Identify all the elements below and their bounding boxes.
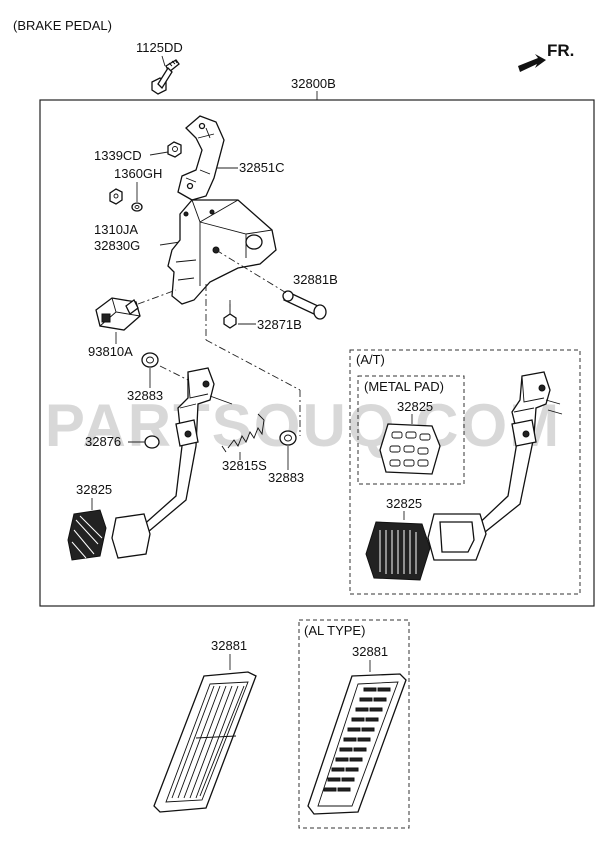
leader-1339CD [149,151,169,156]
metal-pad-group-frame [357,375,465,485]
diagram-title: (BRAKE PEDAL) [13,18,112,33]
label-32881B: 32881B [293,272,338,287]
nut-1310JA-icon [109,188,123,205]
brake-pedal-arm-icon [138,367,233,533]
mounting-bracket-32830G-icon [167,199,277,305]
at-group-label: (A/T) [356,352,385,367]
pedal-face-main-icon [111,513,151,559]
al-type-group-frame [298,619,410,829]
label-1339CD: 1339CD [94,148,142,163]
metal-pedal-pad-icon [379,423,441,475]
metal-pad-group-label: (METAL PAD) [364,379,444,394]
axis-line-switch [137,289,177,305]
at-group-frame [349,349,581,595]
label-32800B: 32800B [291,76,336,91]
pedal-pad-32825-main-icon [67,509,107,561]
at-pedal-arm-icon [470,371,563,537]
label-32825-main: 32825 [76,482,112,497]
label-1360GH: 1360GH [114,166,162,181]
axis-line-b [205,339,301,391]
return-spring-32815S-icon [221,413,265,453]
washer-1360GH-icon [131,202,143,212]
label-32871B: 32871B [257,317,302,332]
label-32815S: 32815S [222,458,267,473]
bolt-32871B-icon [223,304,237,329]
front-direction-label: FR. [547,41,574,60]
label-32876: 32876 [85,434,121,449]
label-1310JA: 1310JA [94,222,138,237]
front-direction-arrow-icon [518,54,546,72]
al-type-group-label: (AL TYPE) [304,623,365,638]
leader-32830G [159,241,181,246]
pivot-pin-32881B-icon [282,290,327,320]
nut-1339CD-icon [167,141,182,158]
leader-1125DD [161,55,166,67]
bracket-32851C-icon [177,115,225,201]
bushing-32883-upper-icon [141,352,159,368]
label-1125DD: 1125DD [136,40,183,55]
at-pedal-face-icon [427,513,487,561]
accelerator-pedal-standard-icon [153,671,257,813]
label-32851C: 32851C [239,160,285,175]
label-32883-upper: 32883 [127,388,163,403]
bushing-32883-lower-icon [279,430,297,446]
label-32881-al: 32881 [352,644,388,659]
washer-32876-icon [144,435,160,449]
watermark: PARTSOUQ.COM [45,392,561,459]
label-93810A: 93810A [88,344,133,359]
label-32883-lower: 32883 [268,470,304,485]
label-32881-standard: 32881 [211,638,247,653]
label-32825-metal: 32825 [397,399,433,414]
at-pedal-pad-icon [365,521,431,581]
label-32830G: 32830G [94,238,140,253]
bolt-1125DD-icon [151,59,180,95]
accelerator-pedal-al-icon [307,673,407,815]
label-32825-at: 32825 [386,496,422,511]
axis-line-pin [215,249,289,295]
stop-lamp-switch-93810A-icon [95,297,141,331]
